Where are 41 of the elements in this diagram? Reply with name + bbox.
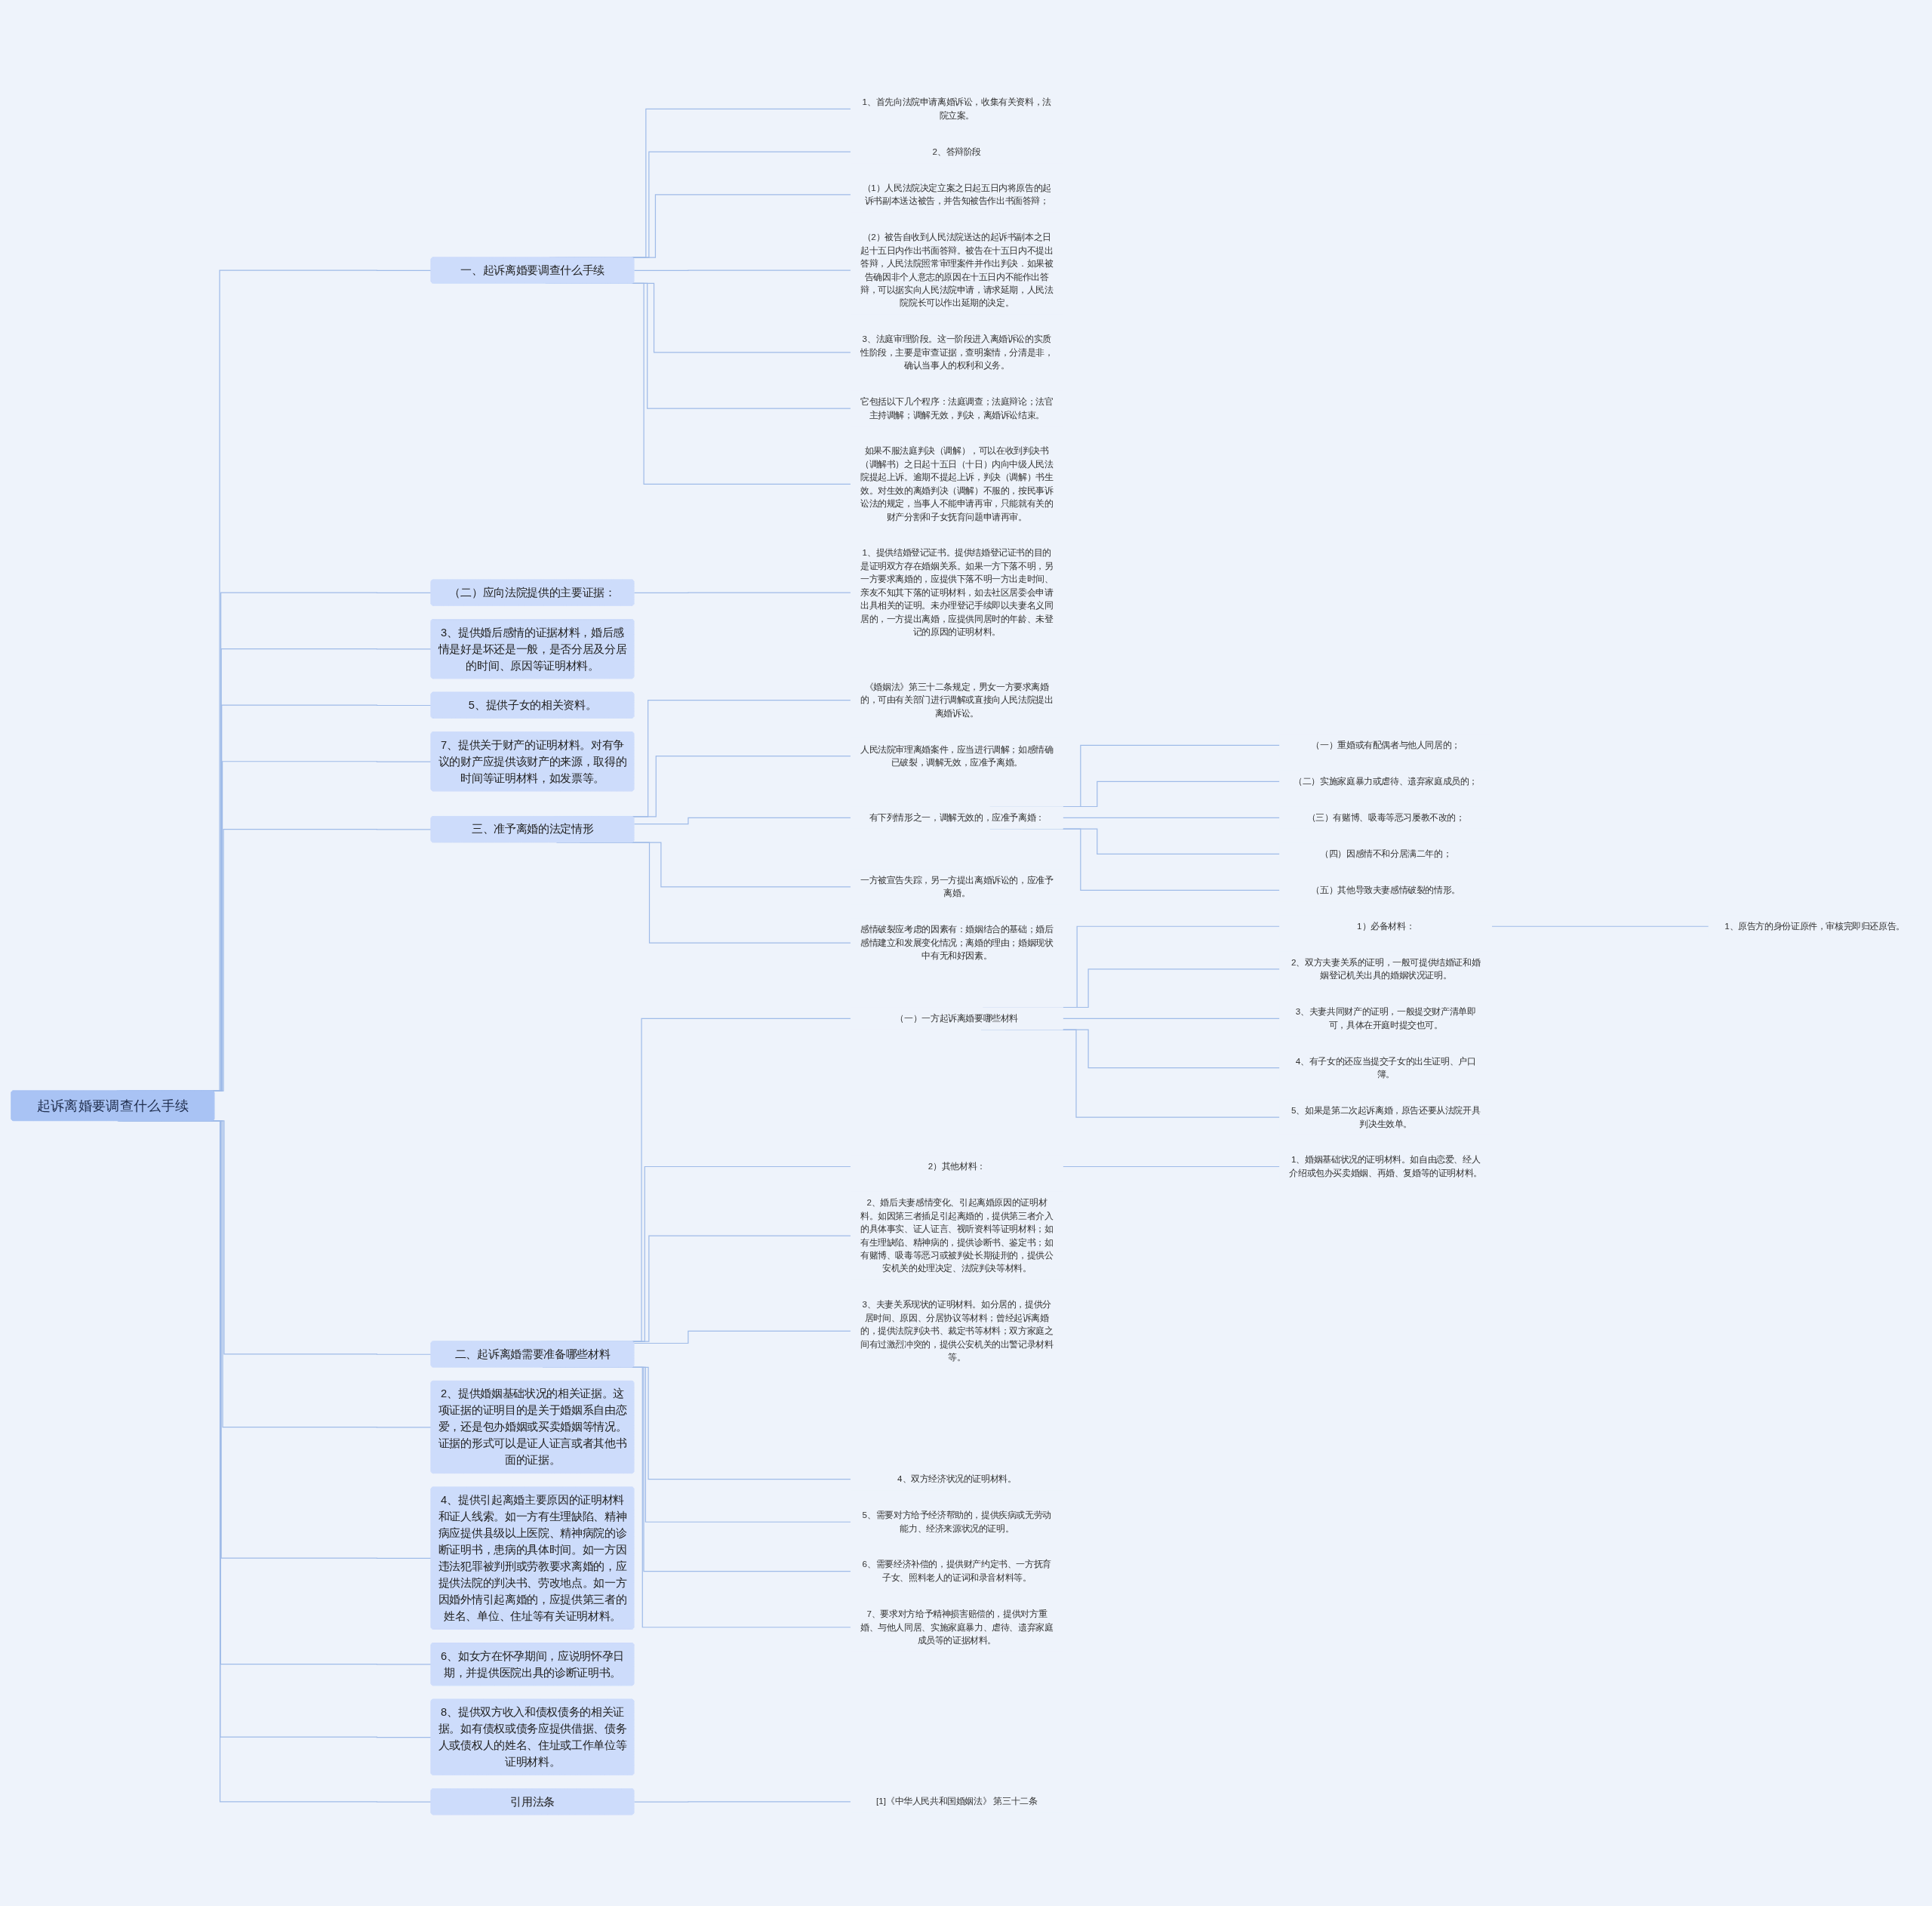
- connector: [1491, 925, 1709, 927]
- connector: [1062, 1018, 1281, 1020]
- node-text: 2、双方夫妻关系的证明，一般可提供结婚证和婚姻登记机关出具的婚姻状况证明。: [1291, 957, 1481, 981]
- node-text: 3、夫妻关系现状的证明材料。如分居的，提供分居时间、原因、分居协议等材料；曾经起诉离婚的，提供法院判决书、裁定书等材料；双方家庭之间有过激烈冲突的，提供公安机关的出警记录材料等。: [860, 1299, 1054, 1363]
- connector: [633, 1801, 851, 1803]
- connector: [1062, 817, 1281, 819]
- node-text: 人民法院审理离婚案件，应当进行调解；如感情确已破裂，调解无效，应准予离婚。: [860, 744, 1054, 768]
- node-text: 2）其他材料：: [928, 1161, 986, 1172]
- node-text: 6、需要经济补偿的，提供财产约定书、一方抚育子女、照料老人的证词和录音材料等。: [862, 1560, 1051, 1583]
- node-text: 1、婚姻基础状况的证明材料。如自由恋爱、经人介绍或包办买卖婚姻、再婚、复婚等的证明材料。: [1289, 1155, 1482, 1178]
- node-text: 1、提供结婚登记证书。提供结婚登记证书的目的是证明双方存在婚姻关系。如果一方下落不明，另一方要求离婚的，应提供下落不明一方出走时间、亲友不知其下落的证明材料，如去社区居委会申请出具相关的证明。未办理登记手续即以夫妻名义同居的，一方提出离婚，应提供同居时的年龄、未登记的原因的证明材料。: [860, 548, 1054, 637]
- connector: [633, 1330, 851, 1344]
- node-text: 《婚姻法》第三十二条规定，男女一方要求离婚的，可由有关部门进行调解或直接向人民法院提出离婚诉讼。: [860, 682, 1054, 719]
- node-text: （三）有赌博、吸毒等恶习屡教不改的；: [1306, 812, 1465, 823]
- node-text: （四）因感情不和分居满二年的；: [1320, 848, 1452, 859]
- node-text: 3、夫妻共同财产的证明，一般提交财产清单即可，具体在开庭时提交也可。: [1295, 1006, 1476, 1030]
- node-text: [1]《中华人民共和国婚姻法》 第三十二条: [876, 1797, 1038, 1806]
- node-text: 4、双方经济状况的证明材料。: [897, 1473, 1017, 1484]
- node-text: （2）被告自收到人民法院送达的起诉书副本之日起十五日内作出书面答辩。被告在十五日内不提出答辩，人民法院照常审理案件并作出判决．如果被告确因非个人意志的原因在十五日内不能作出答辩，可以据实向人民法院申请，请求延期，人民法院院长可以作出延期的决定。: [860, 232, 1054, 308]
- node-text: 如果不服法庭判决（调解），可以在收到判决书（调解书）之日起十五日（十日）内向中级人民法院提起上诉。逾期不提起上诉，判决（调解）书生效。对生效的离婚判决（调解）不服的，按民事诉讼法的规定，当事人不能申请再审，只能就有关的财产分割和子女抚育问题申请再审。: [860, 445, 1054, 522]
- node-text: 感情破裂应考虑的因素有：婚姻结合的基础；婚后感情建立和发展变化情况；离婚的理由；婚姻现状中有无和好因素。: [860, 924, 1054, 961]
- node-text: （一）重婚或有配偶者与他人同居的；: [1311, 740, 1460, 750]
- node-text: 它包括以下几个程序：法庭调查；法庭辩论；法官主持调解；调解无效，判决，离婚诉讼结束。: [860, 396, 1054, 420]
- node-text: 1、首先向法院申请离婚诉讼，收集有关资料，法院立案。: [862, 97, 1051, 121]
- node-text: 7、要求对方给予精神损害赔偿的，提供对方重婚、与他人同居、实施家庭暴力、虐待、遗弃家庭成员等的证据材料。: [860, 1609, 1054, 1646]
- node-text: 一方被宣告失踪，另一方提出离婚诉讼的，应准予离婚。: [860, 875, 1054, 898]
- connector: [633, 269, 851, 272]
- node-text: 2、答辩阶段: [932, 146, 982, 157]
- node-text: （五）其他导致夫妻感情破裂的情形。: [1311, 885, 1460, 895]
- node-text: （二）实施家庭暴力或虐待、遗弃家庭成员的；: [1294, 776, 1478, 787]
- connector: [1062, 1166, 1281, 1168]
- node-text: 3、法庭审理阶段。这一阶段进入离婚诉讼的实质性阶段，主要是审查证据，查明案情，分清是非，确认当事人的权利和义务。: [860, 334, 1054, 371]
- node-text: 2、婚后夫妻感情变化、引起离婚原因的证明材料。如因第三者插足引起离婚的，提供第三者介入的具体事实、证人证言、视听资料等证明材料；如有生理缺陷、精神病的，提供诊断书、鉴定书；如有赌博、吸毒等恶习或被判处长期徒刑的，提供公安机关的处理决定、法院判决等材料。: [860, 1197, 1054, 1273]
- node-text: （1）人民法院决定立案之日起五日内将原告的起诉书副本送达被告，并告知被告作出书面答辩；: [862, 183, 1051, 206]
- node-text: 1、原告方的身份证原件，审核完即归还原告。: [1724, 921, 1905, 931]
- node-text: 5、如果是第二次起诉离婚，原告还要从法院开具判决生效单。: [1291, 1105, 1481, 1129]
- connector: [633, 592, 851, 594]
- node-text: 5、需要对方给予经济帮助的，提供疾病或无劳动能力、经济来源状况的证明。: [862, 1510, 1051, 1534]
- node-text: 1）必备材料：: [1357, 921, 1415, 931]
- connector: [633, 817, 851, 825]
- node-text: 4、有子女的还应当提交子女的出生证明、户口簿。: [1295, 1056, 1476, 1079]
